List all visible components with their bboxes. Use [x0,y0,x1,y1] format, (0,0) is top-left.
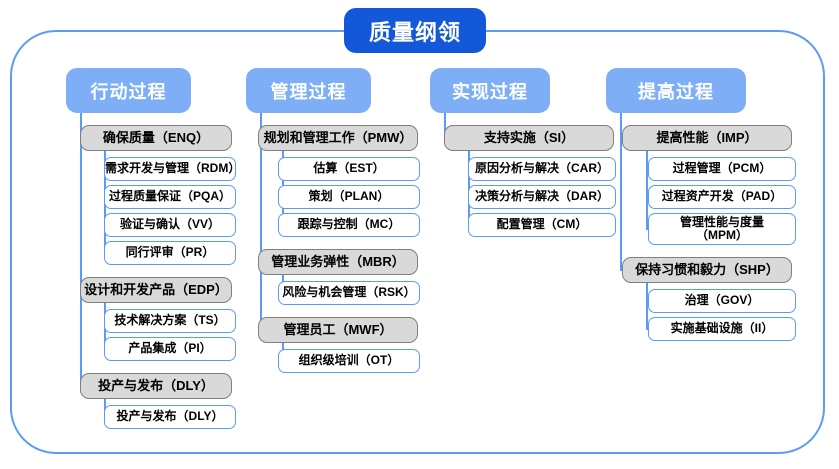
level3-node[interactable]: 跟踪与控制（MC） [278,213,420,237]
level3-node[interactable]: 策划（PLAN） [278,185,420,209]
level3-node[interactable]: 估算（EST） [278,157,420,181]
level3-node[interactable]: 投产与发布（DLY） [104,405,236,429]
column-header-2[interactable]: 管理过程 [246,68,371,113]
level3-node[interactable]: 治理（GOV） [648,289,796,313]
column-header-1[interactable]: 行动过程 [66,68,191,113]
column-header-3[interactable]: 实现过程 [430,68,550,113]
level2-node[interactable]: 投产与发布（DLY） [80,373,232,399]
level3-node[interactable]: 实施基础设施（II） [648,317,796,341]
connector-v [646,151,648,229]
connector-v [80,113,82,386]
level2-node[interactable]: 支持实施（SI） [444,125,614,151]
level3-node[interactable]: 原因分析与解决（CAR） [468,157,616,181]
level3-node[interactable]: 组织级培训（OT） [278,349,420,373]
level2-node[interactable]: 保持习惯和毅力（SHP） [622,257,792,283]
connector-v [444,113,446,138]
connector-v [620,113,622,270]
connector-v [260,113,262,330]
column-header-4[interactable]: 提高过程 [606,68,746,113]
level2-node[interactable]: 设计和开发产品（EDP） [80,277,232,303]
level3-node[interactable]: 配置管理（CM） [468,213,616,237]
level3-node[interactable]: 需求开发与管理（RDM） [104,157,240,181]
level2-node[interactable]: 确保质量（ENQ） [80,125,232,151]
level2-node[interactable]: 管理业务弹性（MBR） [258,249,418,275]
level3-node[interactable]: 过程资产开发（PAD） [648,185,796,209]
level3-node[interactable]: 风险与机会管理（RSK） [278,281,420,305]
level3-node[interactable]: 管理性能与度量（MPM） [648,213,796,245]
level3-node[interactable]: 过程管理（PCM） [648,157,796,181]
level3-node[interactable]: 产品集成（PI） [104,337,236,361]
root-title-node: 质量纲领 [344,8,486,53]
level3-node[interactable]: 过程质量保证（PQA） [104,185,236,209]
level3-node[interactable]: 同行评审（PR） [104,241,236,265]
level3-node[interactable]: 技术解决方案（TS） [104,309,236,333]
connector-v [646,283,648,329]
level2-node[interactable]: 提高性能（IMP） [622,125,792,151]
level3-node[interactable]: 决策分析与解决（DAR） [468,185,616,209]
level2-node[interactable]: 管理员工（MWF） [258,317,418,343]
level2-node[interactable]: 规划和管理工作（PMW） [258,125,418,151]
level3-node[interactable]: 验证与确认（VV） [104,213,236,237]
